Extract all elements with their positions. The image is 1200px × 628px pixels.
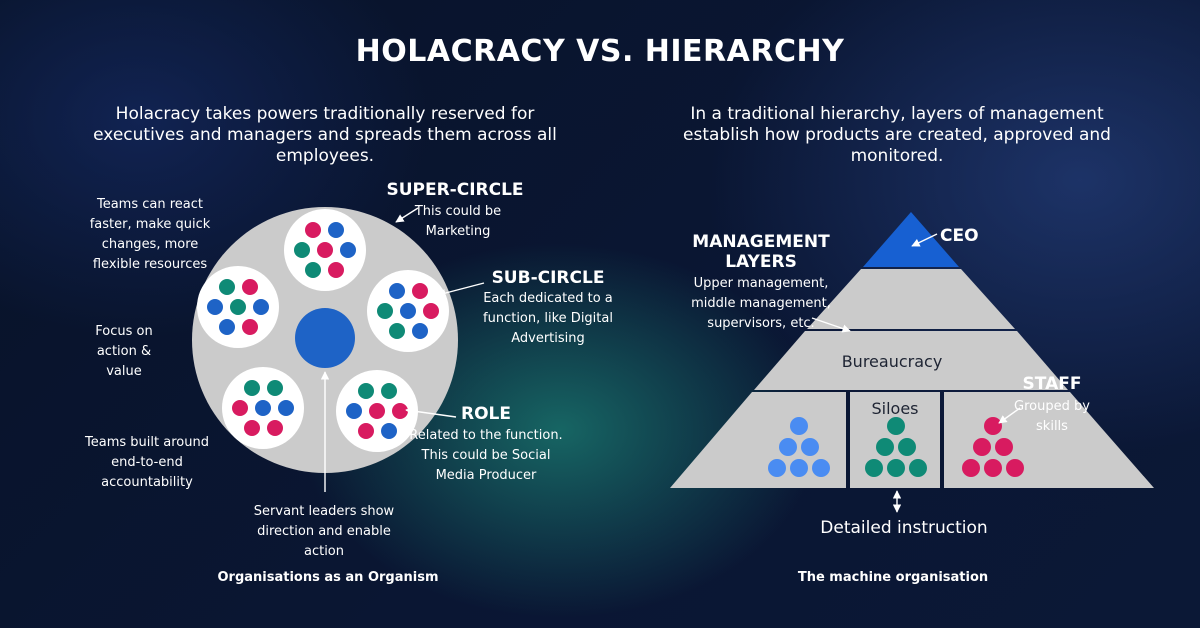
role-dots-left <box>207 279 269 335</box>
staff-text: Grouped by skills <box>1014 399 1090 434</box>
holacracy-caption: Organisations as an Organism <box>217 570 439 585</box>
ceo-label: CEO <box>940 226 979 246</box>
bureaucracy-label: Bureaucracy <box>841 352 943 371</box>
sub-circle-text: Each dedicated to a function, like Digit… <box>483 291 613 346</box>
role-text: Related to the function. This could be S… <box>409 428 563 483</box>
arrow-super-circle <box>395 207 419 223</box>
arrow-staff <box>998 407 1021 424</box>
pyramid-bureaucracy-tier <box>754 331 1068 390</box>
role-dots-right <box>377 283 439 339</box>
note-focus-action: Focus on action & value <box>95 324 153 379</box>
silo-dots-left <box>768 417 830 477</box>
silo-dots-right <box>962 417 1024 477</box>
siloes-label: Siloes <box>871 399 919 418</box>
role-heading: ROLE <box>461 404 511 424</box>
pyramid-ceo-tier <box>863 212 959 267</box>
super-circle-heading: SUPER-CIRCLE <box>386 180 524 200</box>
silo-dots-middle <box>865 417 927 477</box>
management-text: Upper management, middle management, sup… <box>691 276 831 331</box>
role-dots-top <box>294 222 356 278</box>
pyramid-management-tier <box>807 269 1015 329</box>
sub-circle-heading: SUB-CIRCLE <box>491 268 605 288</box>
note-accountability: Teams built around end-to-end accountabi… <box>85 435 209 490</box>
role-dots-bottom-left <box>232 380 294 436</box>
page-title: HOLACRACY VS. HIERARCHY <box>355 34 845 69</box>
servant-leader-circle <box>295 308 355 368</box>
arrow-management <box>811 317 851 333</box>
role-dots-bottom-right <box>346 383 408 439</box>
hierarchy-caption: The machine organisation <box>797 570 989 585</box>
instruction-label: Detailed instruction <box>820 518 988 538</box>
arrow-role <box>405 406 457 418</box>
staff-heading: STAFF <box>1022 374 1082 394</box>
servant-leaders-text: Servant leaders show direction and enabl… <box>253 504 395 559</box>
hierarchy-intro: In a traditional hierarchy, layers of ma… <box>683 104 1111 166</box>
note-react-faster: Teams can react faster, make quick chang… <box>89 197 211 272</box>
holacracy-intro: Holacracy takes powers traditionally res… <box>93 104 557 166</box>
management-heading: MANAGEMENT LAYERS <box>692 232 830 272</box>
arrow-sub-circle <box>437 282 485 298</box>
arrow-ceo <box>911 233 938 247</box>
super-circle-text: This could be Marketing <box>414 204 502 239</box>
